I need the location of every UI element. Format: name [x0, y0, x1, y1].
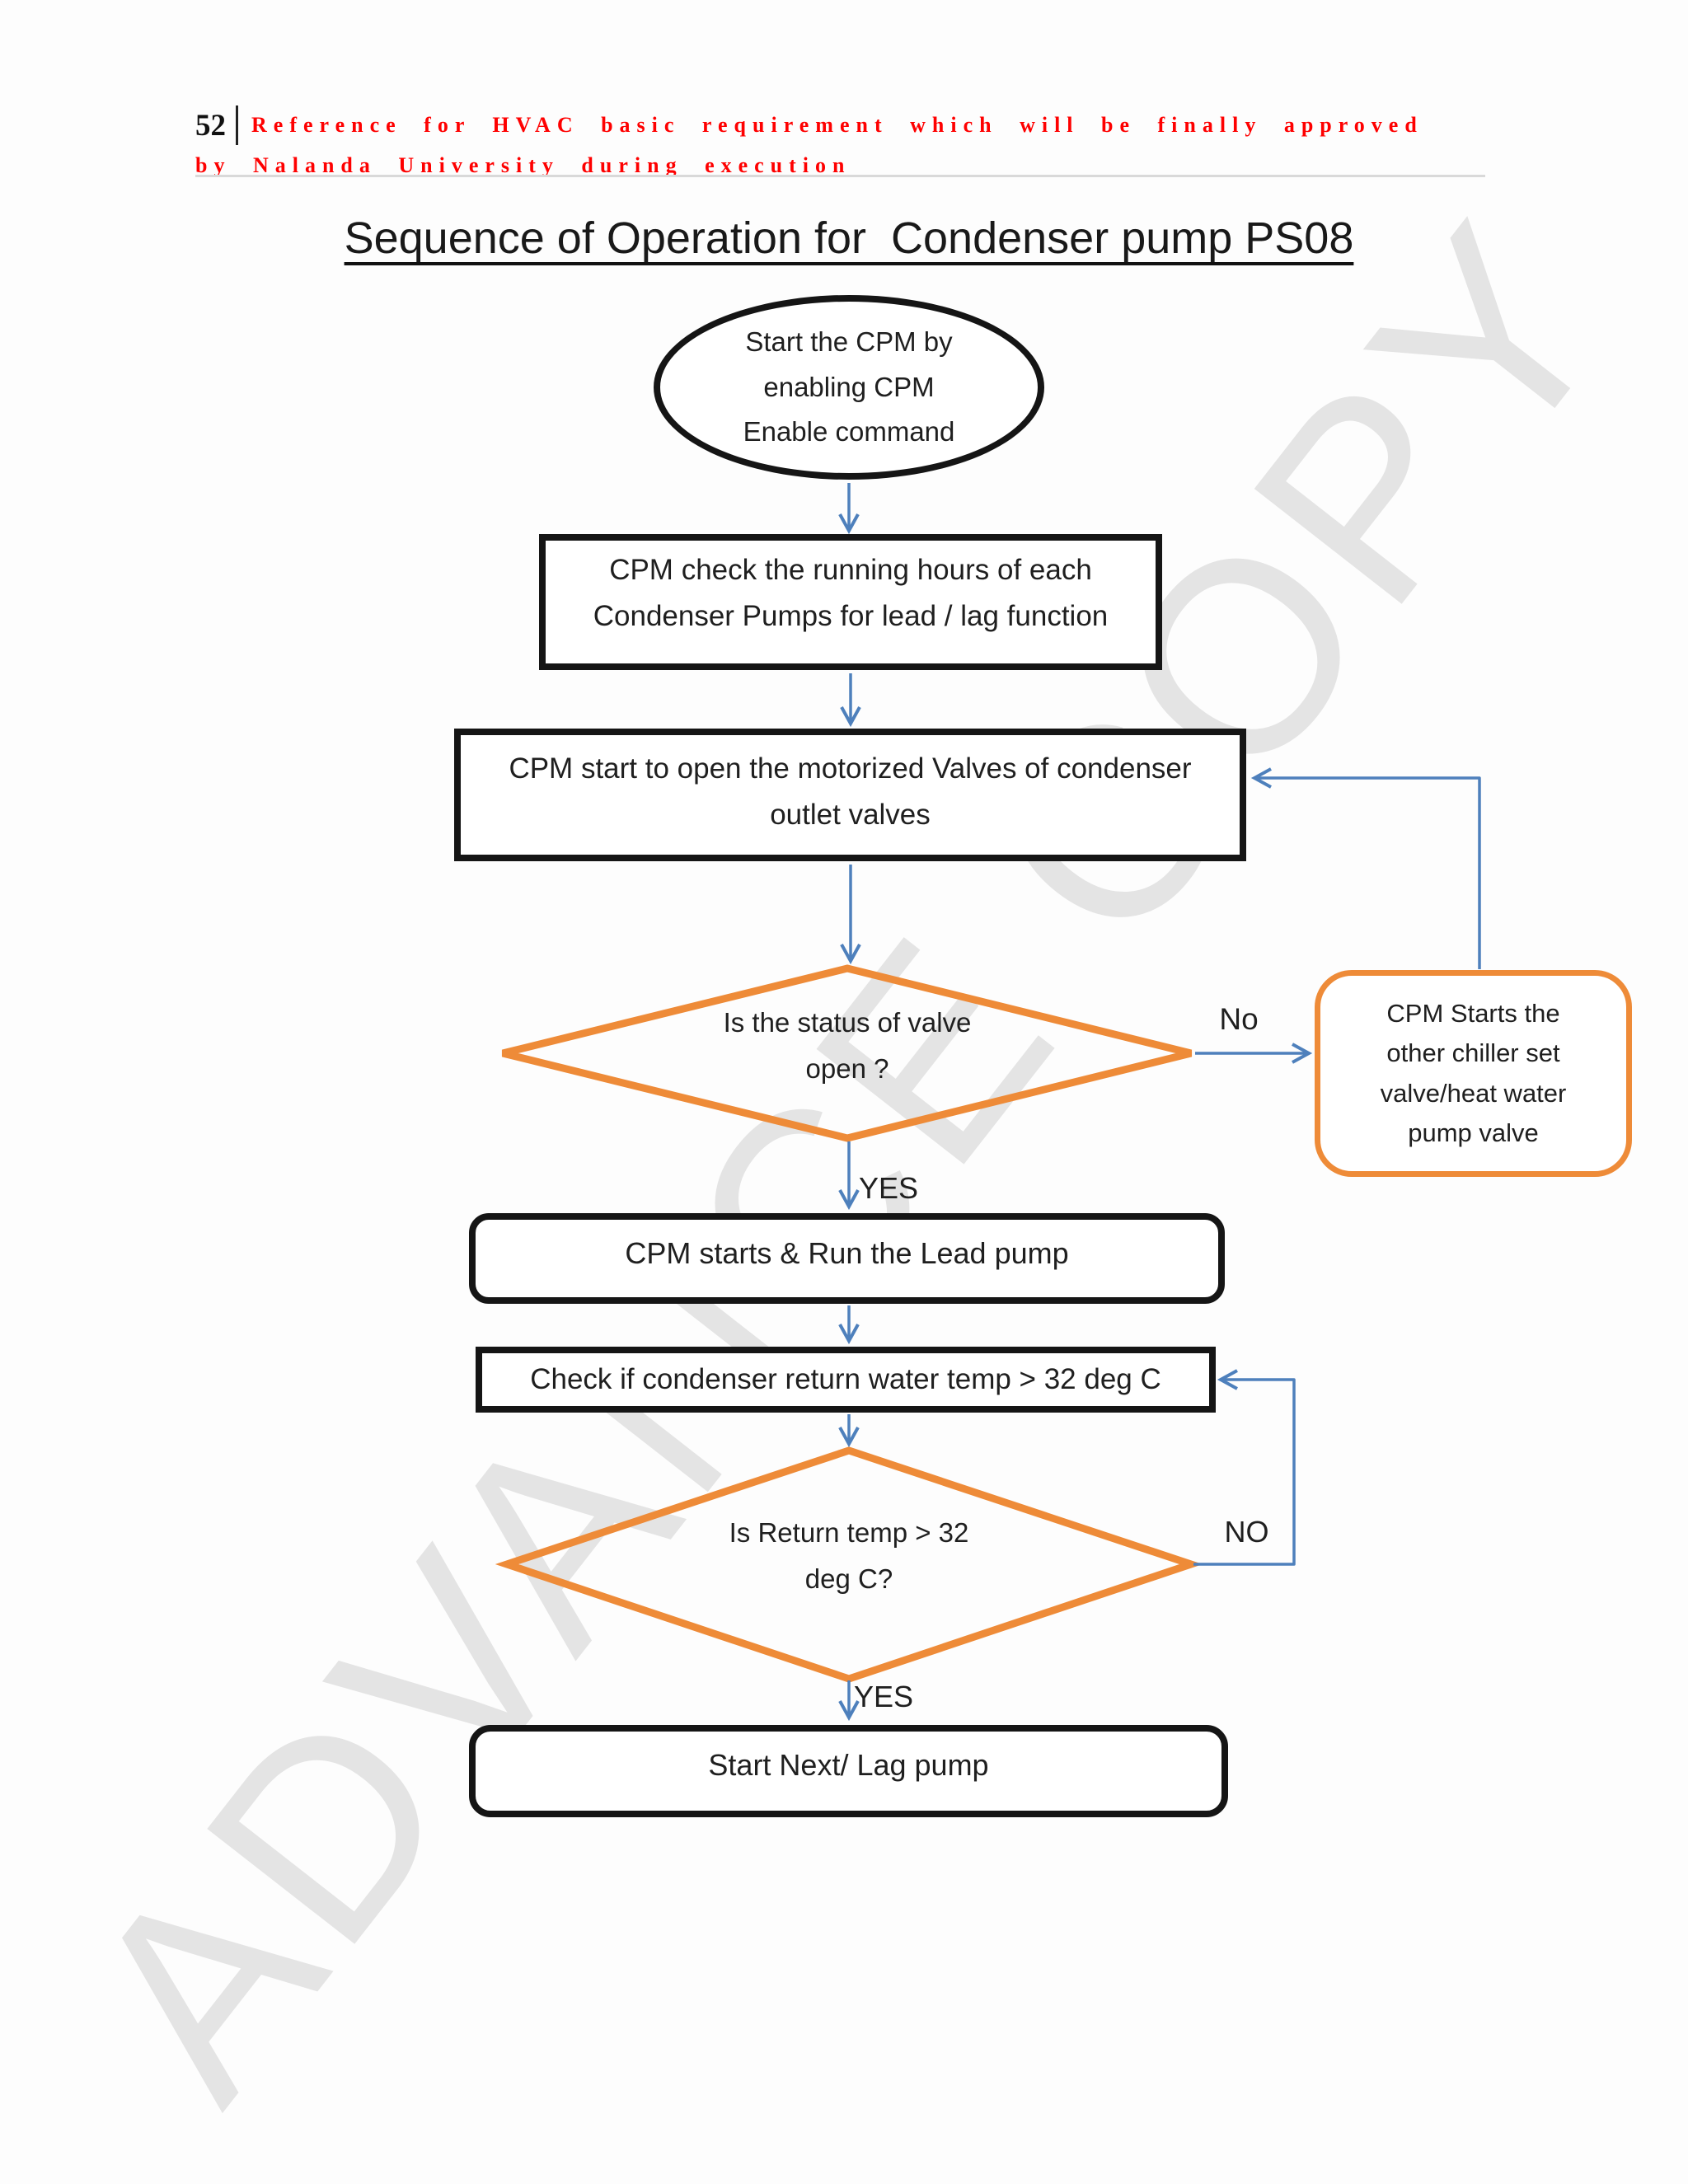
page-title: Sequence of Operation for Condenser pump…: [344, 213, 1354, 263]
decision-return-temp-text: Is Return temp > 32 deg C?: [668, 1510, 1030, 1602]
flow-step-open-motorized-valves: CPM start to open the motorized Valves o…: [454, 729, 1246, 861]
step-line: Start Next/ Lag pump: [708, 1748, 989, 1783]
flow-start-terminal: Start the CPM by enabling CPM Enable com…: [654, 295, 1044, 480]
step-line: CPM check the running hours of each: [609, 553, 1092, 586]
step-line: other chiller set: [1386, 1038, 1560, 1068]
start-line: enabling CPM: [763, 371, 935, 402]
branch-label-yes-temp: YES: [854, 1680, 914, 1713]
step-line: CPM start to open the motorized Valves o…: [509, 752, 1192, 785]
step-line: CPM Starts the: [1386, 999, 1560, 1029]
flow-step-run-lead-pump: CPM starts & Run the Lead pump: [469, 1213, 1225, 1304]
decision-line: deg C?: [804, 1563, 893, 1595]
branch-label-no-temp: NO: [1224, 1515, 1269, 1549]
header-reference-text-2: by Nalanda University during execution: [195, 153, 851, 177]
decision-valve-open-text: Is the status of valve open ?: [666, 1000, 1029, 1092]
step-line: pump valve: [1408, 1118, 1539, 1147]
flow-step-check-return-water-temp: Check if condenser return water temp > 3…: [476, 1347, 1216, 1413]
header-line-2: by Nalanda University during execution: [195, 153, 1498, 178]
decision-line: Is the status of valve: [723, 1007, 972, 1038]
step-line: CPM starts & Run the Lead pump: [625, 1236, 1069, 1271]
branch-label-yes-valve: YES: [859, 1171, 919, 1205]
start-line: Enable command: [743, 416, 955, 448]
flow-step-start-lag-pump: Start Next/ Lag pump: [469, 1725, 1228, 1817]
decision-line: open ?: [805, 1053, 889, 1085]
decision-line: Is Return temp > 32: [729, 1517, 969, 1548]
header-divider-bar: [236, 105, 238, 145]
header-reference-text: Reference for HVAC basic requirement whi…: [251, 113, 1423, 137]
header-rule: [195, 175, 1485, 177]
flow-step-check-running-hours: CPM check the running hours of each Cond…: [539, 534, 1162, 670]
flow-step-start-other-chiller-set: CPM Starts the other chiller set valve/h…: [1315, 970, 1632, 1177]
page-header: 52 Reference for HVAC basic requirement …: [195, 105, 1498, 178]
step-line: Check if condenser return water temp > 3…: [530, 1363, 1161, 1395]
start-line: Start the CPM by: [745, 326, 953, 358]
step-line: valve/heat water: [1380, 1078, 1567, 1108]
step-line: outlet valves: [770, 798, 931, 831]
header-line-1: 52 Reference for HVAC basic requirement …: [195, 105, 1498, 145]
branch-label-no-valve: No: [1219, 1002, 1259, 1036]
page-number: 52: [195, 108, 226, 143]
step-line: Condenser Pumps for lead / lag function: [593, 599, 1109, 632]
